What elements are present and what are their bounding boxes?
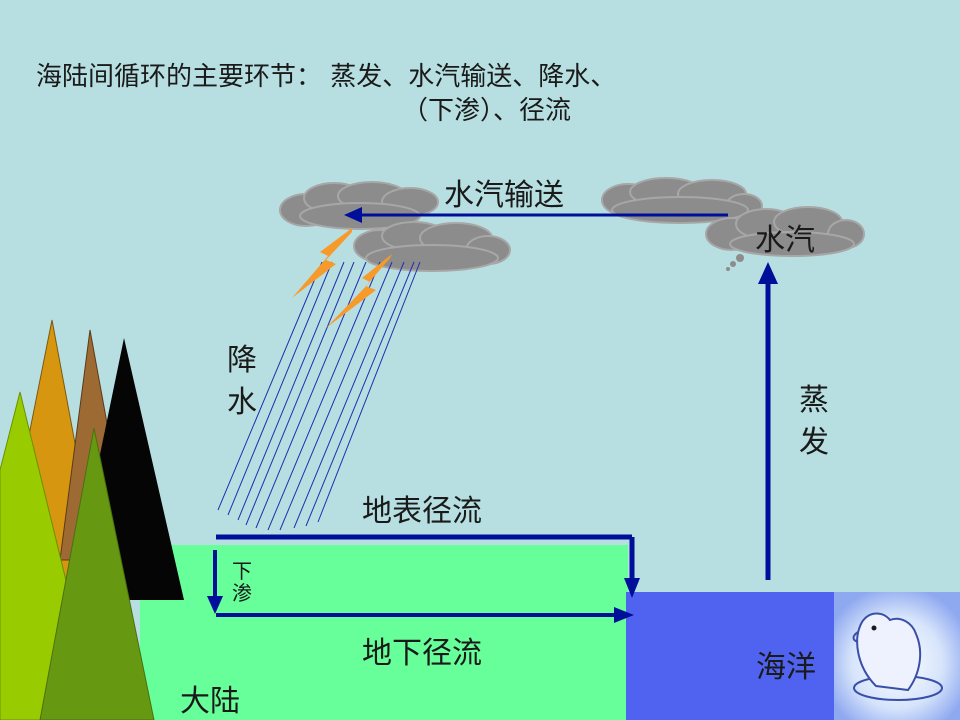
vapor-bubbles (726, 254, 744, 271)
vapor-label: 水汽 (755, 223, 815, 258)
title-line-2: （下渗）、径流 (402, 96, 572, 126)
cloud-icon (705, 206, 865, 257)
groundwater-runoff-label: 地下径流 (362, 636, 482, 671)
evaporation-arrow (758, 262, 778, 580)
cloud-icon (353, 221, 511, 272)
infiltration-label: 下渗 (232, 559, 252, 605)
cloud-icon (279, 181, 439, 230)
lightning-icon (292, 228, 392, 328)
precipitation-label: 降水 (227, 343, 257, 420)
land-label: 大陆 (180, 684, 240, 719)
title-line-1: 海陆间循环的主要环节： 蒸发、水汽输送、降水、 (36, 62, 617, 92)
groundwater-runoff-arrow (216, 607, 634, 623)
land-area (140, 545, 628, 720)
ocean-label: 海洋 (756, 650, 816, 685)
rain-lines (217, 261, 421, 531)
ocean-area (626, 592, 836, 720)
vapor-transport-label: 水汽输送 (444, 178, 564, 213)
dolphin-icon (852, 612, 943, 701)
tree-icon (0, 319, 184, 720)
vapor-transport-arrow (344, 207, 728, 223)
surface-runoff-label: 地表径流 (362, 494, 482, 529)
surface-runoff-arrow (216, 534, 640, 598)
infiltration-arrow (207, 550, 223, 614)
evaporation-label: 蒸发 (799, 383, 829, 460)
